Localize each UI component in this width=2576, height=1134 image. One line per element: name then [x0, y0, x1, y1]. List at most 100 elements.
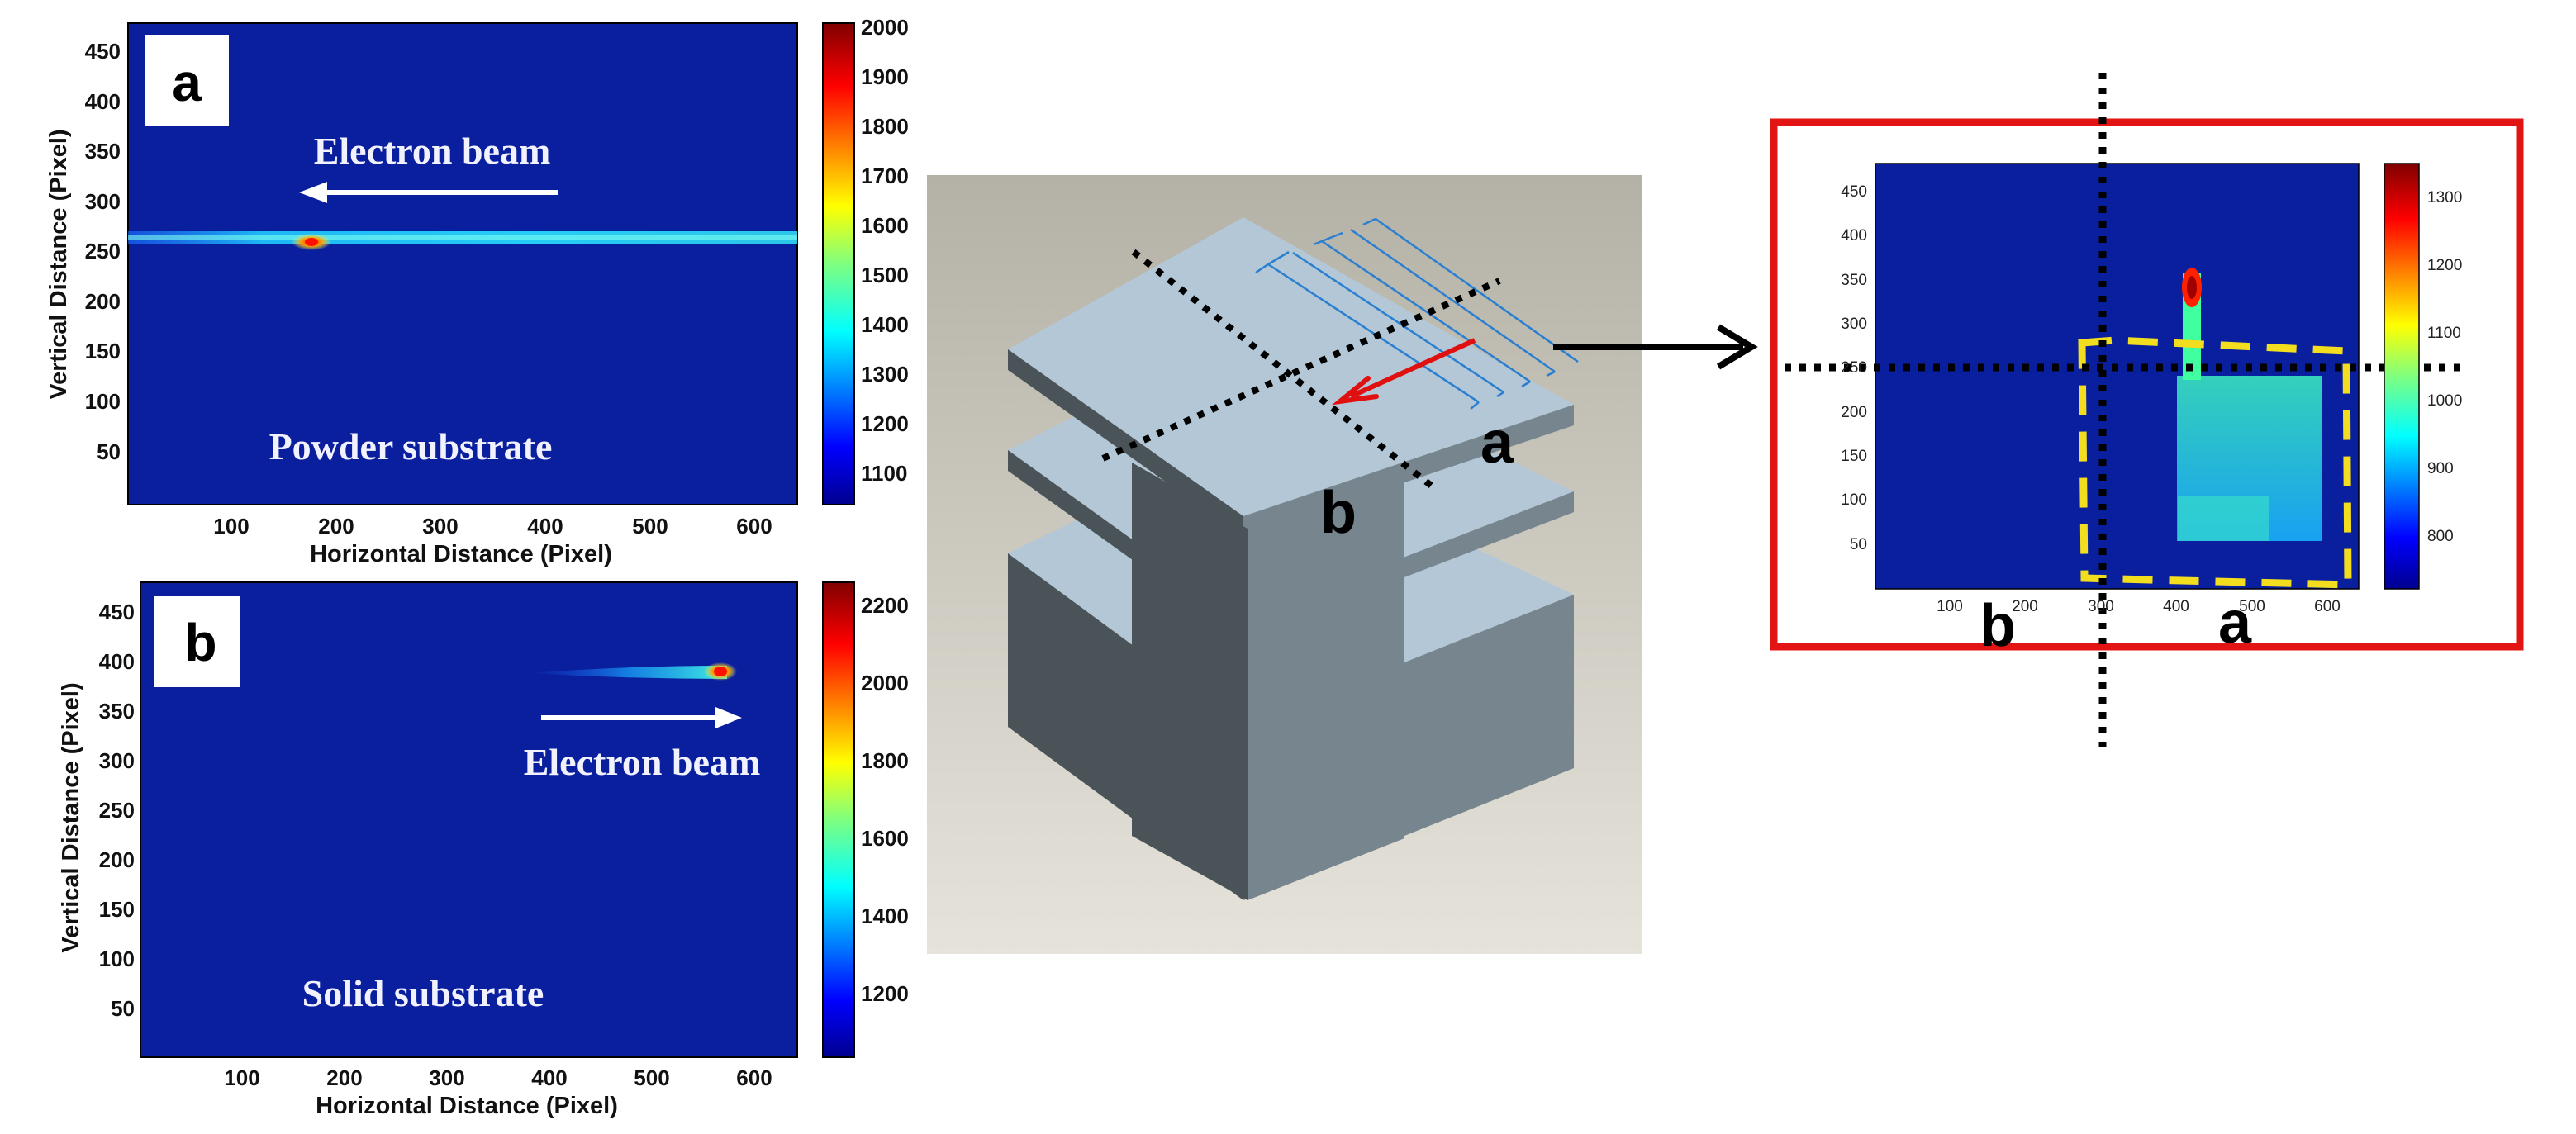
panel-a-ytick: 250 [85, 239, 121, 263]
panel-a-colorbar [822, 22, 855, 505]
panel-b-cbar-tick: 1600 [861, 826, 909, 851]
panel-a-ytick: 50 [97, 439, 121, 464]
panel-a-cbar-tick: 1800 [861, 114, 909, 139]
panel-a-ytick: 450 [85, 39, 121, 64]
inset-xtick: 100 [1937, 598, 1963, 615]
panel-a-y-ticks: 450 400 350 300 250 200 150 100 50 [85, 39, 121, 464]
inset-ytick: 450 [1841, 183, 1867, 201]
panel-b-ytick: 350 [99, 699, 135, 724]
inset-y-ticks: 450 400 350 300 250 200 150 100 50 [1841, 183, 1867, 553]
inset-colorbar [2384, 163, 2420, 590]
panel-b-letter: b [184, 613, 216, 672]
inset-panel: 450 400 350 300 250 200 150 100 50 100 2… [1770, 73, 2524, 747]
panel-b-ytick: 200 [99, 847, 135, 872]
inset-xtick: 300 [2088, 598, 2114, 615]
panel-a-y-axis-label: Vertical Distance (Pixel) [45, 129, 72, 399]
panel-a-beam-label: Electron beam [314, 130, 551, 172]
inset-cbar-tick: 1100 [2427, 325, 2461, 342]
panel-b-ytick: 400 [99, 649, 135, 674]
inset-cbar-tick: 900 [2427, 460, 2454, 477]
panel-b-letter-box [154, 596, 240, 687]
inset-xtick: 400 [2163, 598, 2189, 615]
panel-a-substrate-label: Powder substrate [269, 425, 553, 467]
panel-b-xtick: 100 [224, 1065, 259, 1090]
panel-a-cbar-tick: 1900 [861, 64, 909, 89]
panel-b-cbar-tick: 1200 [861, 981, 909, 1006]
panel-a-ytick: 200 [85, 289, 121, 314]
panel-b-ytick: 450 [99, 600, 135, 624]
inset-cbar-tick: 1000 [2427, 392, 2462, 410]
inset-ytick: 400 [1841, 227, 1867, 244]
panel-a-x-axis-label: Horizontal Distance (Pixel) [310, 541, 612, 567]
inset-ytick: 50 [1850, 536, 1867, 553]
panel-a-ytick: 350 [85, 139, 121, 164]
panel-b-xtick: 200 [326, 1065, 362, 1090]
panel-b-beam-label: Electron beam [524, 741, 761, 783]
panel-b-ytick: 50 [111, 996, 135, 1021]
panel-a-ytick: 150 [85, 339, 121, 363]
inset-cbar-tick: 800 [2427, 528, 2454, 545]
center-label-b: b [1320, 480, 1357, 546]
panel-a-cbar-tick: 1200 [861, 411, 909, 436]
panel-a-xtick: 200 [318, 514, 354, 539]
panel-b-ytick: 150 [99, 897, 135, 922]
panel-b-melt-trail [529, 666, 727, 679]
panel-b-y-ticks: 450 400 350 300 250 200 150 100 50 [99, 600, 135, 1021]
inset-yellow-dash-box [2078, 336, 2352, 589]
panel-b-ytick: 250 [99, 798, 135, 823]
panel-a-ytick: 300 [85, 189, 121, 214]
panel-a-heatmap [128, 23, 797, 505]
inset-ytick: 100 [1841, 491, 1867, 509]
panel-b-xtick: 600 [736, 1065, 772, 1090]
top-plate-top [1008, 217, 1574, 516]
panel-a-x-ticks: 100 200 300 400 500 600 [213, 514, 772, 539]
panel-a-xtick: 300 [422, 514, 458, 539]
inset-label-b: b [1980, 593, 2016, 659]
panel-b-heatmap [140, 582, 797, 1057]
panel-a-letter-box [145, 35, 229, 126]
panel-b-x-axis-label: Horizontal Distance (Pixel) [316, 1093, 618, 1119]
panel-a-xtick: 500 [632, 514, 668, 539]
panel-a-cbar-tick: 1700 [861, 164, 909, 188]
inset-ytick: 250 [1841, 359, 1867, 377]
panel-a-cbar-tick: 1300 [861, 362, 909, 387]
panel-a-cbar-tick: 1500 [861, 263, 909, 287]
panel-b-cbar-tick: 2000 [861, 671, 909, 695]
inset-ytick: 350 [1841, 272, 1867, 289]
center-column-right [1248, 463, 1404, 900]
inset-colorbar-ticks: 1300 1200 1100 1000 900 800 [2427, 189, 2462, 545]
panel-a-letter: a [172, 53, 202, 112]
panel-b-ytick: 300 [99, 748, 135, 773]
inset-label-a: a [2218, 590, 2252, 656]
panel-b-y-axis-label: Vertical Distance (Pixel) [58, 682, 84, 952]
panel-a-cbar-tick: 1400 [861, 312, 909, 337]
inset-ytick: 200 [1841, 404, 1867, 421]
panel-a: a Electron beam Powder substrate 450 400… [45, 15, 909, 567]
inset-xtick: 200 [2012, 598, 2038, 615]
panel-b-substrate-label: Solid substrate [302, 972, 544, 1014]
panel-b-x-ticks: 100 200 300 400 500 600 [224, 1065, 772, 1090]
panel-b-cbar-tick: 1400 [861, 904, 909, 928]
panel-a-xtick: 400 [527, 514, 563, 539]
panel-b-xtick: 500 [634, 1065, 669, 1090]
panel-b-colorbar-ticks: 2200 2000 1800 1600 1400 1200 [861, 593, 909, 1006]
panel-b: b Electron beam Solid substrate 450 400 … [58, 581, 909, 1119]
panel-b-ytick: 100 [99, 947, 135, 971]
inset-ytick: 150 [1841, 448, 1867, 465]
section-line-b [1131, 249, 1436, 491]
inset-ytick: 300 [1841, 316, 1867, 333]
panel-a-ytick: 100 [85, 389, 121, 414]
panel-a-cbar-tick: 2000 [861, 15, 909, 40]
section-line-a [1101, 278, 1501, 462]
panel-a-colorbar-ticks: 2000 1900 1800 1700 1600 1500 1400 1300 … [861, 15, 909, 486]
scan-direction-arrow [1349, 338, 1476, 399]
panel-a-ytick: 400 [85, 89, 121, 114]
panel-a-xtick: 100 [213, 514, 249, 539]
center-3d-diagram: a b [927, 175, 1642, 954]
top-plate-left [1008, 349, 1243, 537]
panel-b-colorbar [822, 581, 855, 1058]
inset-xtick: 600 [2314, 598, 2341, 615]
panel-a-cbar-tick: 1600 [861, 213, 909, 238]
panel-b-cbar-tick: 2200 [861, 593, 909, 618]
